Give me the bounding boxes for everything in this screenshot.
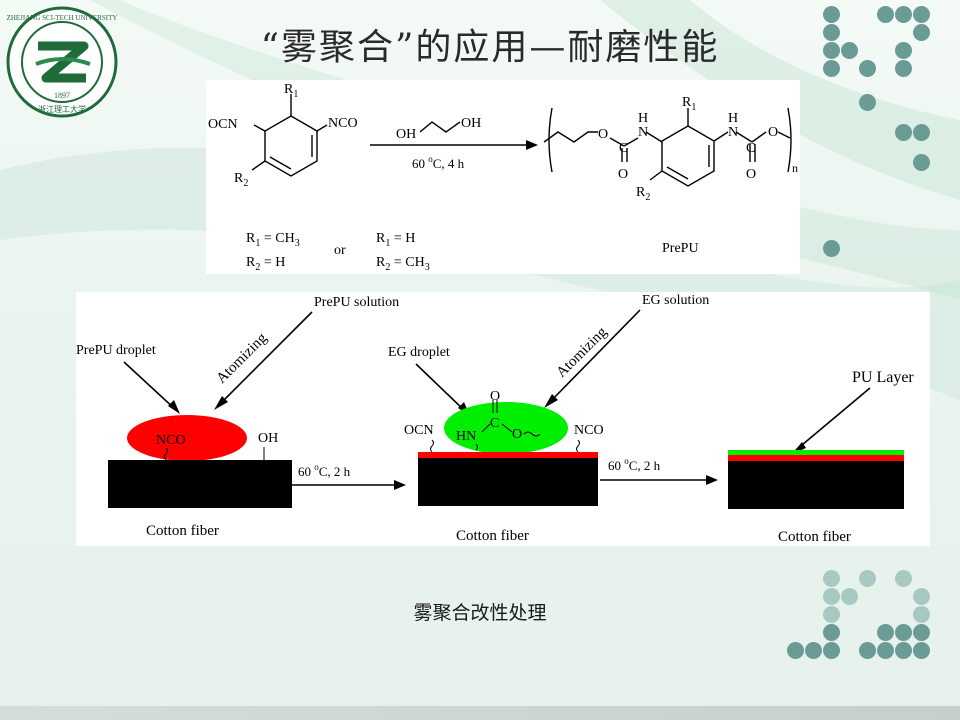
product-r2: R2 — [636, 185, 650, 203]
reaction-arrow-head — [526, 140, 538, 150]
logo-year: 1897 — [54, 91, 70, 100]
reactant-r2: R2 — [234, 171, 248, 189]
eg-droplet — [444, 402, 568, 454]
eg-solution-label: EG solution — [642, 293, 709, 308]
reaction-scheme: R1 OCN NCO R2 OH OH 60 oC, 4 h — [208, 82, 798, 273]
pu-layer-green — [728, 450, 904, 455]
product-h1: H — [638, 111, 648, 126]
oh-label: OH — [258, 431, 278, 446]
nco-label-2: NCO — [574, 423, 604, 438]
prepu-droplet-arrow — [123, 361, 177, 411]
step1-condition: 60 oC, 2 h — [298, 462, 351, 479]
o-right-label: O — [512, 427, 522, 442]
eg-droplet-arrow — [415, 363, 467, 413]
atomizing-label-2: Atomizing — [554, 324, 611, 381]
product-h2: H — [728, 111, 738, 126]
cotton-fiber-3 — [728, 461, 904, 509]
university-logo: ZHEJIANG SCI-TECH UNIVERSITY 1897 浙江理工大学 — [6, 6, 118, 118]
hn-label: HN — [456, 429, 476, 444]
reactant-benzene-ring — [251, 94, 328, 177]
product-o2: O — [768, 125, 778, 140]
product-n1: N — [638, 125, 648, 140]
cotton-fiber-label-2: Cotton fiber — [456, 528, 529, 544]
product-o-double1: O — [618, 167, 628, 182]
product-structure — [543, 107, 792, 187]
eg-droplet-label: EG droplet — [388, 345, 450, 360]
cotton-fiber-1 — [108, 460, 292, 508]
option-or: or — [334, 243, 346, 258]
cotton-fiber-label-3: Cotton fiber — [778, 529, 851, 545]
product-repeat-n: n — [792, 161, 798, 175]
cotton-fiber-2 — [418, 458, 598, 506]
option1-line1: R1 = CH3 — [246, 231, 300, 249]
reagent-oh2: OH — [461, 116, 481, 131]
atomizing-label-1: Atomizing — [214, 330, 271, 387]
logo-text-bottom: 浙江理工大学 — [38, 104, 86, 114]
product-o1: O — [598, 127, 608, 142]
nco-label: NCO — [156, 433, 186, 448]
slide-caption: 雾聚合改性处理 — [413, 602, 547, 624]
o-top-label: O — [490, 389, 500, 404]
reactant-r1: R1 — [284, 82, 298, 100]
product-name: PrePU — [662, 241, 699, 256]
slide-title: “雾聚合”的应用—耐磨性能 — [260, 27, 720, 68]
prepu-droplet-label: PrePU droplet — [76, 343, 156, 358]
pu-layer-arrow — [795, 387, 871, 451]
process-diagram-panel: PrePU solution Atomizing PrePU droplet N… — [76, 292, 930, 546]
bottom-bar — [0, 706, 960, 720]
product-c2: C — [746, 141, 755, 156]
ocn-label: OCN — [404, 423, 434, 438]
reactant-ocn: OCN — [208, 117, 238, 132]
prepu-coating-layer — [418, 452, 598, 458]
logo-text-top: ZHEJIANG SCI-TECH UNIVERSITY — [7, 14, 118, 22]
step2-condition: 60 oC, 2 h — [608, 456, 661, 473]
reagent-ethylene-glycol — [419, 121, 461, 133]
reaction-condition: 60 oC, 4 h — [412, 154, 465, 171]
prepu-solution-arrow — [217, 311, 313, 407]
prepu-solution-label: PrePU solution — [314, 295, 399, 310]
c-label: C — [490, 416, 499, 431]
option1-line2: R2 = H — [246, 255, 285, 273]
pu-layer-red — [728, 455, 904, 461]
product-o-double2: O — [746, 167, 756, 182]
cotton-fiber-label-1: Cotton fiber — [146, 523, 219, 539]
option2-line2: R2 = CH3 — [376, 255, 430, 273]
option2-line1: R1 = H — [376, 231, 415, 249]
reaction-scheme-panel: R1 OCN NCO R2 OH OH 60 oC, 4 h — [206, 80, 800, 274]
process-diagram: PrePU solution Atomizing PrePU droplet N… — [76, 293, 914, 545]
reactant-nco: NCO — [328, 116, 358, 131]
eg-solution-arrow — [547, 309, 641, 405]
product-r1: R1 — [682, 95, 696, 113]
pu-layer-label: PU Layer — [852, 369, 914, 386]
reagent-oh1: OH — [396, 127, 416, 142]
product-c1: C — [619, 141, 628, 156]
prepu-droplet — [127, 415, 247, 461]
product-n2: N — [728, 125, 738, 140]
